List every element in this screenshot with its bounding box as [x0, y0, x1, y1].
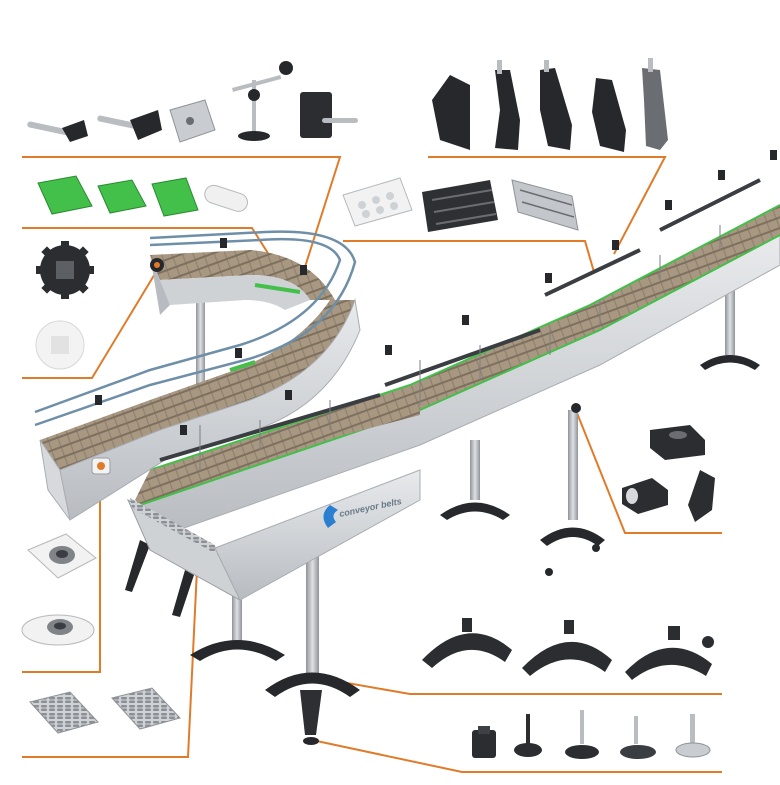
bearing-housing-oval — [21, 614, 95, 646]
callout-line-chains — [343, 240, 595, 273]
foot-swivel — [620, 716, 656, 759]
wear-strip-3 — [151, 177, 199, 217]
sprocket-black — [36, 241, 94, 299]
callout-line-sprockets — [22, 271, 157, 379]
chain-steel — [511, 179, 579, 231]
part-group-clamps — [622, 425, 715, 522]
part-group-transfer-plates — [29, 687, 181, 734]
transfer-plate-1 — [29, 691, 99, 734]
guide-bracket-4 — [592, 78, 626, 152]
part-group-feet — [472, 710, 711, 759]
rod-holder-knob-1 — [27, 120, 88, 142]
rod-holder-plate — [169, 99, 216, 143]
bearing-housing-square — [27, 533, 97, 579]
clamp-square — [650, 425, 705, 460]
callout-line-transfer-plates — [22, 547, 199, 758]
guide-bracket-3 — [540, 68, 572, 150]
conveyor-legs — [125, 270, 760, 745]
rod-holder-bracket — [300, 92, 358, 138]
foot-black — [514, 714, 542, 757]
foot-steel — [675, 714, 711, 758]
clamp-cross — [622, 478, 668, 514]
leg-base-2 — [522, 641, 612, 676]
foot-nut — [472, 726, 496, 758]
part-group-guide-brackets — [432, 58, 668, 152]
guide-bracket-1 — [432, 75, 470, 150]
conveyor-logo-mark — [323, 505, 338, 528]
transfer-plate-2 — [111, 687, 181, 730]
callout-line-feet — [311, 739, 722, 773]
callout-lines — [22, 156, 722, 773]
callout-line-leg-bases — [329, 679, 722, 695]
callout-line-rod-holders — [22, 156, 342, 271]
callout-line-clamps — [574, 407, 722, 534]
callout-line-guide-brackets — [428, 156, 667, 255]
rod-holder-stand — [232, 61, 293, 141]
wear-strip-roller — [204, 184, 249, 212]
rod-holder-knob-2 — [97, 110, 162, 140]
part-group-bearing-housings — [21, 533, 97, 646]
conveyor-frame: conveyor belts — [34, 150, 780, 602]
clamp-wedge — [688, 470, 715, 522]
leg-base-3 — [625, 647, 712, 680]
foot-black-wide — [565, 710, 599, 759]
part-group-chains — [342, 177, 579, 232]
guide-bracket-5 — [642, 68, 668, 150]
part-group-leg-bases — [422, 618, 714, 680]
part-group-wear-strips — [37, 175, 249, 217]
part-group-rod-holders — [27, 61, 358, 143]
sprocket-white — [35, 320, 85, 370]
chain-dark — [422, 180, 498, 232]
callout-line-bearings — [22, 470, 101, 673]
wear-strip-2 — [97, 179, 147, 214]
wear-strip-1 — [37, 175, 93, 215]
guide-bracket-2 — [495, 70, 520, 150]
chain-white — [342, 177, 413, 227]
leg-base-1 — [422, 633, 512, 668]
part-group-sprockets — [35, 241, 94, 370]
